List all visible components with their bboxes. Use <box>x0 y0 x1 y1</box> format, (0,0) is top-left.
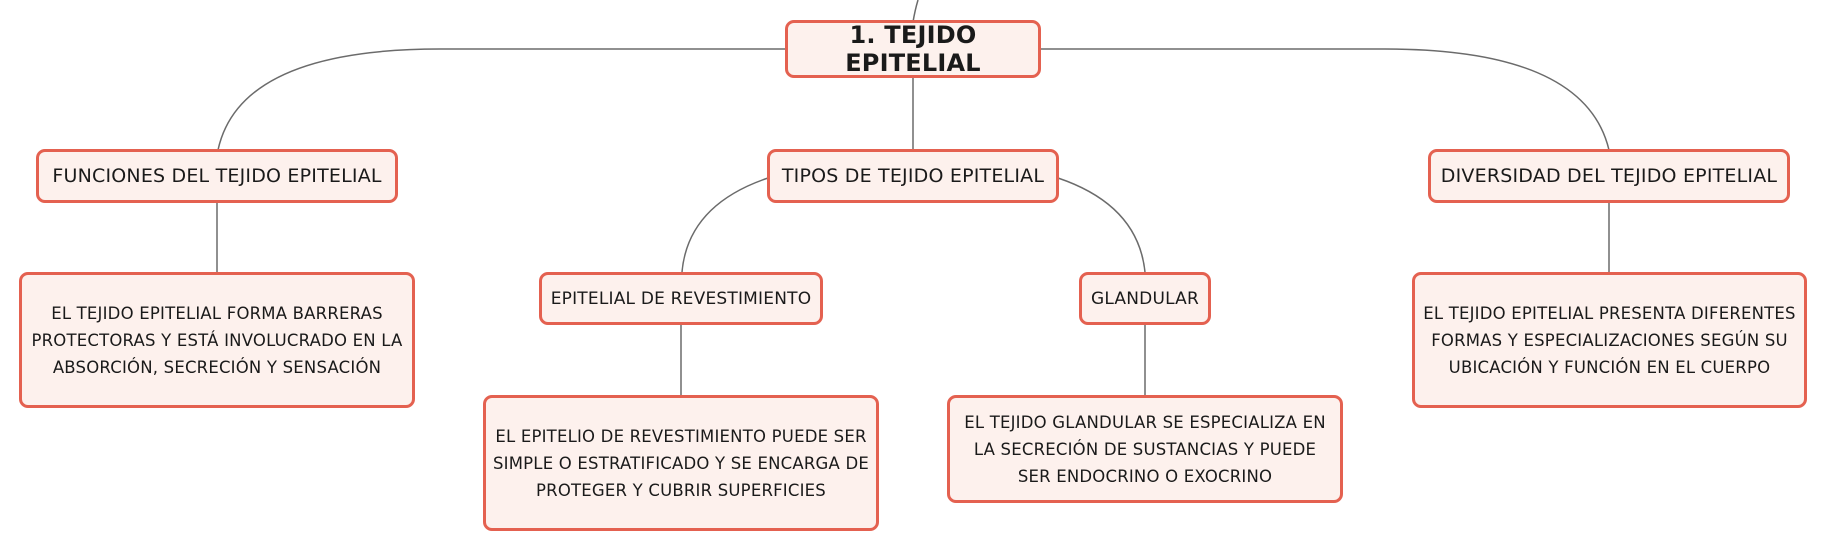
revestimiento-node-label: EPITELIAL DE REVESTIMIENTO <box>550 288 812 309</box>
diversidad-description[interactable]: EL TEJIDO EPITELIAL PRESENTA DIFERENTES … <box>1412 272 1807 408</box>
root-node-label: 1. TEJIDO EPITELIAL <box>845 21 981 77</box>
glandular-node-label: GLANDULAR <box>1090 288 1200 309</box>
tipos-node-label: TIPOS DE TEJIDO EPITELIAL <box>781 165 1045 187</box>
connector-parent-to-root <box>912 0 919 23</box>
funciones-node[interactable]: FUNCIONES DEL TEJIDO EPITELIAL <box>36 149 398 203</box>
connector-root-to-diversidad <box>1040 48 1610 151</box>
revestimiento-description-text: EL EPITELIO DE REVESTIMIENTO PUEDE SER S… <box>492 426 869 500</box>
diversidad-node[interactable]: DIVERSIDAD DEL TEJIDO EPITELIAL <box>1428 149 1790 203</box>
funciones-description-text: EL TEJIDO EPITELIAL FORMA BARRERAS PROTE… <box>31 303 403 377</box>
connector-tipos-to-glandular <box>1057 177 1146 273</box>
glandular-description[interactable]: EL TEJIDO GLANDULAR SE ESPECIALIZA EN LA… <box>947 395 1343 503</box>
diversidad-description-text: EL TEJIDO EPITELIAL PRESENTA DIFERENTES … <box>1423 303 1796 377</box>
glandular-node[interactable]: GLANDULAR <box>1079 272 1211 325</box>
funciones-node-label: FUNCIONES DEL TEJIDO EPITELIAL <box>52 165 382 187</box>
root-node[interactable]: 1. TEJIDO EPITELIAL <box>785 20 1041 78</box>
connector-tipos-to-revestimiento <box>681 177 769 273</box>
revestimiento-node[interactable]: EPITELIAL DE REVESTIMIENTO <box>539 272 823 325</box>
revestimiento-description[interactable]: EL EPITELIO DE REVESTIMIENTO PUEDE SER S… <box>483 395 879 531</box>
connector-root-to-funciones <box>217 48 785 151</box>
diversidad-node-label: DIVERSIDAD DEL TEJIDO EPITELIAL <box>1440 165 1778 187</box>
tipos-node[interactable]: TIPOS DE TEJIDO EPITELIAL <box>767 149 1059 203</box>
funciones-description[interactable]: EL TEJIDO EPITELIAL FORMA BARRERAS PROTE… <box>19 272 415 408</box>
glandular-description-text: EL TEJIDO GLANDULAR SE ESPECIALIZA EN LA… <box>964 412 1326 486</box>
